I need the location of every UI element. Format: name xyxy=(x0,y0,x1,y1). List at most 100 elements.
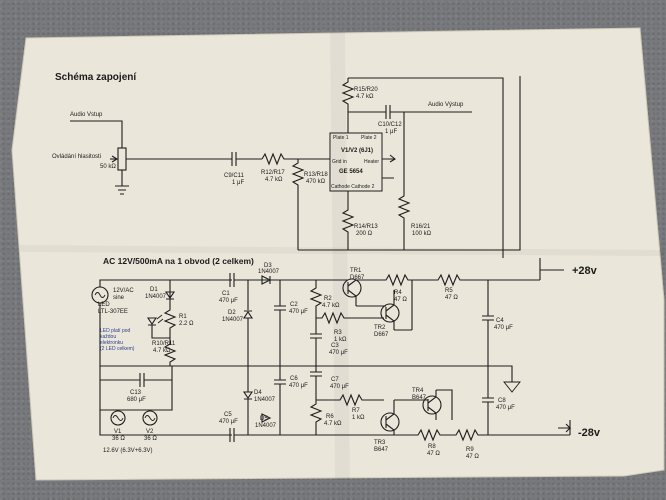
r16-label: R16/21 xyxy=(411,224,431,230)
heater-v2 xyxy=(142,410,158,426)
resistor-r10 xyxy=(151,325,177,366)
led-note-4: (2 LED celkem) xyxy=(100,346,135,352)
r10-value: 4.7 kΩ xyxy=(153,348,171,354)
tr4-label: TR4 xyxy=(412,388,424,394)
c4-label: C4 xyxy=(496,318,504,324)
d4-label: D4 xyxy=(254,390,262,396)
r9-value: 47 Ω xyxy=(466,454,479,460)
signal-stage: Audio Vstup Ovládání hlasitosti 50 kΩ C9… xyxy=(52,76,521,258)
d1-value: 1N4007 xyxy=(145,294,167,300)
r14-label: R14/R13 xyxy=(354,224,378,230)
diode-d1 xyxy=(164,291,176,300)
diode-d5 xyxy=(261,413,272,423)
volume-label: Ovládání hlasitosti xyxy=(52,154,101,160)
d4-value: 1N4007 xyxy=(254,397,276,403)
c5-value: 470 μF xyxy=(219,419,238,425)
tr4-value: B647 xyxy=(412,395,427,401)
capacitor-c6 xyxy=(274,366,286,435)
r3-value: 1 kΩ xyxy=(334,337,347,343)
c5-label: C5 xyxy=(224,412,232,418)
tr1-label: TR1 xyxy=(350,268,362,274)
led-label: LED xyxy=(98,302,110,308)
tube-plate1: Plate 1 xyxy=(333,135,349,141)
transistor-tr4 xyxy=(422,395,442,415)
transistor-tr3 xyxy=(380,412,400,432)
resistor-r1 xyxy=(163,300,177,340)
tube-part: GE 5654 xyxy=(339,169,363,175)
r14-value: 200 Ω xyxy=(356,231,373,237)
heater-v1 xyxy=(110,410,126,426)
d2-value: 1N4007 xyxy=(222,317,244,323)
v1-label: V1 xyxy=(114,429,122,435)
r15-value: 4.7 kΩ xyxy=(356,94,374,100)
paper-sheet xyxy=(11,27,665,481)
r8-label: R8 xyxy=(428,444,436,450)
d2-label: D2 xyxy=(228,310,236,316)
led-note-3: elektronku xyxy=(100,340,123,346)
heater-supply-label: 12.6V (6.3V+6.3V) xyxy=(103,448,153,454)
d1-label: D1 xyxy=(150,287,158,293)
c7-label: C7 xyxy=(331,377,339,383)
c1-value: 470 μF xyxy=(219,298,238,304)
resistor-r15 xyxy=(341,78,355,133)
c1-label: C1 xyxy=(222,291,230,297)
d3-value: 1N4007 xyxy=(258,269,280,275)
r5-value: 47 Ω xyxy=(445,295,458,301)
r2-label: R2 xyxy=(324,296,332,302)
c3-value: 470 μF xyxy=(329,350,348,356)
c4-value: 470 μF xyxy=(494,325,513,331)
d3-label: D3 xyxy=(264,263,272,269)
c13-label: C13 xyxy=(130,390,142,396)
r2-value: 4.7 kΩ xyxy=(322,303,340,309)
c6-label: C6 xyxy=(290,376,298,382)
power-stage: AC 12V/500mA na 1 obvod (2 celkem) +28v … xyxy=(91,256,601,460)
c8-label: C8 xyxy=(498,398,506,404)
resistor-r13 xyxy=(291,159,305,250)
c6-value: 470 μF xyxy=(289,383,308,389)
r12-label: R12/R17 xyxy=(261,170,285,176)
ground-symbol xyxy=(115,185,129,195)
r9-label: R9 xyxy=(466,447,474,453)
c10-label: C10/C12 xyxy=(378,122,402,128)
r6-label: R6 xyxy=(326,414,334,420)
r16-value: 100 kΩ xyxy=(412,231,432,237)
tr3-label: TR3 xyxy=(374,440,386,446)
minus-28v-label: -28v xyxy=(578,427,601,439)
power-heading: AC 12V/500mA na 1 obvod (2 celkem) xyxy=(103,256,254,266)
page-title: Schéma zapojení xyxy=(55,72,137,83)
tube-grid-in: Grid in xyxy=(332,159,347,165)
r13-label: R13/R18 xyxy=(304,172,328,178)
c3-label: C3 xyxy=(331,343,339,349)
r13-value: 470 kΩ xyxy=(306,179,326,185)
resistor-r4-r5 xyxy=(356,273,540,287)
capacitor-c8 xyxy=(482,366,494,435)
resistor-r8-r9 xyxy=(348,428,570,442)
resistor-r6 xyxy=(309,400,323,435)
led-part: LTL-307EE xyxy=(98,309,128,315)
r7-value: 1 kΩ xyxy=(352,415,365,421)
resistor-r12 xyxy=(261,152,300,166)
tube-v1-v2 xyxy=(329,132,383,192)
r15-label: R15/R20 xyxy=(354,87,378,93)
source-sub: sine xyxy=(113,295,125,301)
v2-label: V2 xyxy=(146,429,154,435)
resistor-r14 xyxy=(341,191,355,250)
transistor-tr1 xyxy=(342,278,362,298)
audio-input-label: Audio Vstup xyxy=(70,112,103,118)
tube-name: V1/V2 (6J1) xyxy=(341,148,373,154)
c2-value: 470 μF xyxy=(289,309,308,315)
r4-value: 47 Ω xyxy=(394,297,407,303)
capacitor-c7 xyxy=(310,366,322,400)
tube-plate2: Plate 2 xyxy=(361,135,377,141)
c2-label: C2 xyxy=(290,302,298,308)
r10-label: R10/R11 xyxy=(152,341,176,347)
tr1-value: D667 xyxy=(350,275,365,281)
resistor-r3 xyxy=(316,311,384,325)
c10-value: 1 μF xyxy=(385,129,397,135)
r6-value: 4.7 kΩ xyxy=(324,421,342,427)
led-note-1: LED platí pod xyxy=(100,328,131,334)
resistor-r2 xyxy=(309,280,323,318)
resistor-r16 xyxy=(397,112,411,250)
r5-label: R5 xyxy=(445,288,453,294)
